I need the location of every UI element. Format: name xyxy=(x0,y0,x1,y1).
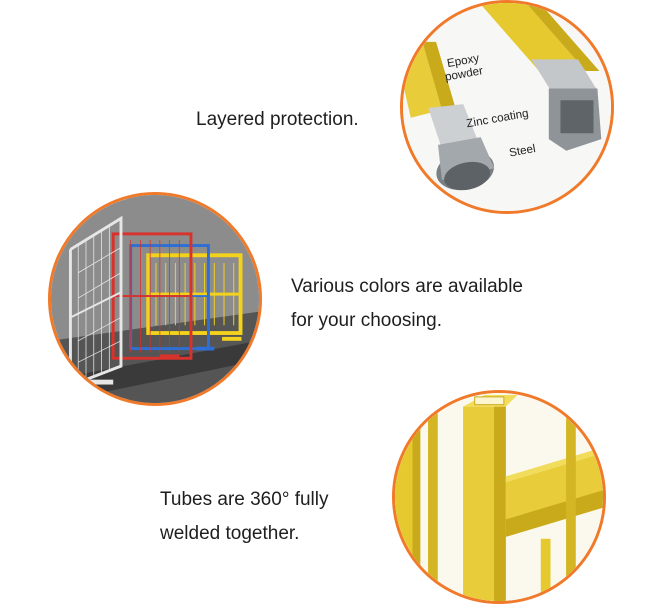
label-steel: Steel xyxy=(508,142,536,159)
round-tube-yellow xyxy=(403,41,442,118)
horizontal-tube xyxy=(505,447,603,530)
caption-line: Layered protection. xyxy=(196,109,359,130)
fence-colors-svg xyxy=(51,195,259,403)
caption-layered-protection: Layered protection. xyxy=(196,103,359,137)
welded-tube-illustration-icon xyxy=(392,390,606,604)
caption-welded-tubes: Tubes are 360° fully welded together. xyxy=(160,483,329,551)
fence-yellow xyxy=(146,253,243,335)
label-epoxy: Epoxy xyxy=(446,52,480,70)
layered-tube-svg: Epoxy powder Zinc coating Steel xyxy=(403,3,611,211)
caption-various-colors: Various colors are available for your ch… xyxy=(291,270,523,338)
caption-line: Various colors are available xyxy=(291,276,523,297)
layered-tube-illustration-icon: Epoxy powder Zinc coating Steel xyxy=(400,0,614,214)
fence-colors-illustration-icon xyxy=(48,192,262,406)
square-tube-yellow xyxy=(479,3,586,72)
caption-line: for your choosing. xyxy=(291,310,443,331)
welded-tube-svg xyxy=(395,393,603,601)
caption-line: Tubes are 360° fully xyxy=(160,489,329,510)
fence-white xyxy=(68,215,123,388)
caption-line: welded together. xyxy=(160,523,300,544)
